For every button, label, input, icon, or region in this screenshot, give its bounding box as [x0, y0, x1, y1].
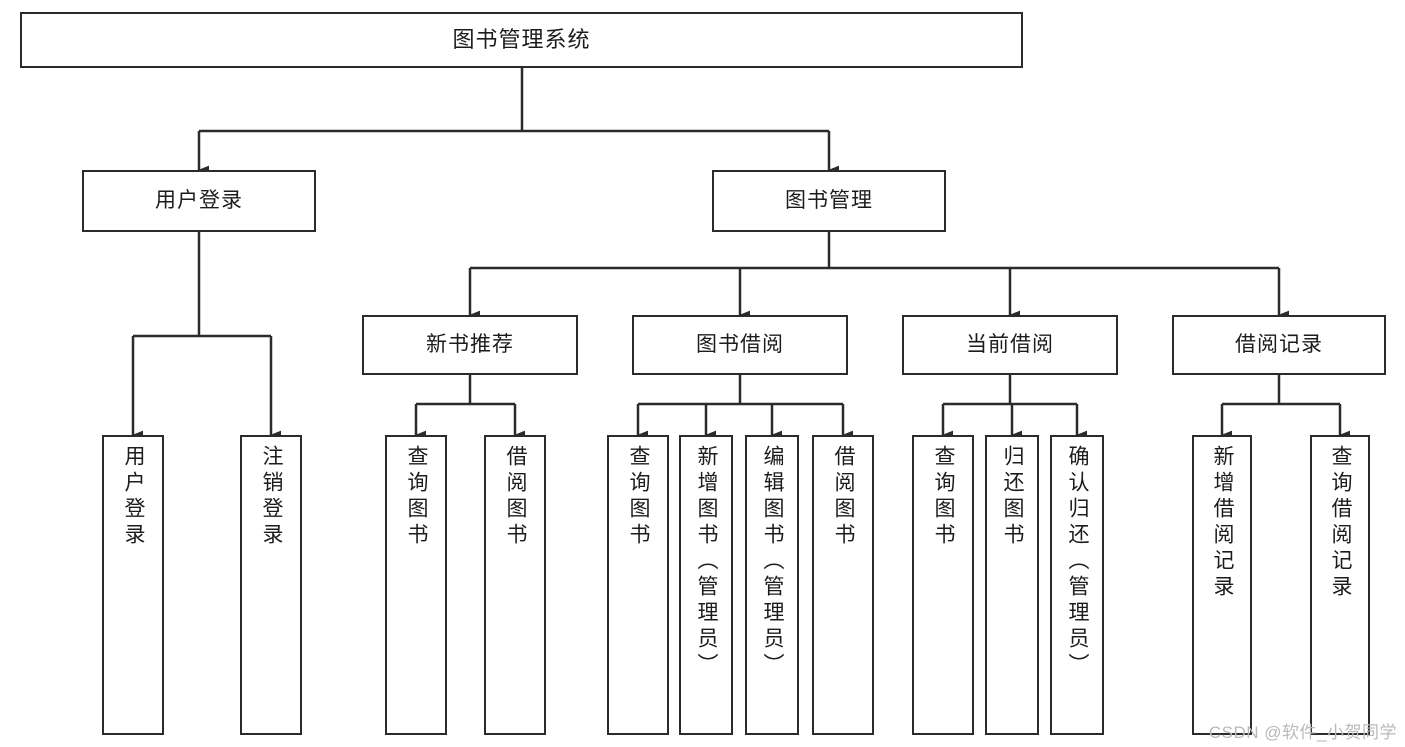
node-leaf-8[interactable]: 借阅图书 [812, 435, 874, 735]
node-label: 归还图书 [1001, 445, 1024, 549]
node-login[interactable]: 用户登录 [82, 170, 316, 232]
node-label: 新书推荐 [426, 333, 514, 356]
node-label: 借阅图书 [504, 445, 527, 549]
node-label: 新增借阅记录 [1211, 445, 1234, 601]
node-leaf-6[interactable]: 新增图书（管理员） [679, 435, 733, 735]
node-label: 确认归还（管理员） [1066, 445, 1089, 679]
node-label: 新增图书（管理员） [695, 445, 718, 679]
node-label: 用户登录 [122, 445, 145, 549]
node-leaf-1[interactable]: 用户登录 [102, 435, 164, 735]
node-label: 用户登录 [155, 189, 243, 212]
node-leaf-4[interactable]: 借阅图书 [484, 435, 546, 735]
node-label: 借阅记录 [1235, 333, 1323, 356]
node-leaf-5[interactable]: 查询图书 [607, 435, 669, 735]
node-leaf-12[interactable]: 新增借阅记录 [1192, 435, 1252, 735]
node-root[interactable]: 图书管理系统 [20, 12, 1023, 68]
node-records[interactable]: 借阅记录 [1172, 315, 1386, 375]
node-borrow[interactable]: 图书借阅 [632, 315, 848, 375]
node-leaf-7[interactable]: 编辑图书（管理员） [745, 435, 799, 735]
watermark: CSDN @软件_小贺同学 [1208, 723, 1397, 742]
node-label: 图书管理 [785, 189, 873, 212]
node-leaf-2[interactable]: 注销登录 [240, 435, 302, 735]
node-label: 编辑图书（管理员） [761, 445, 784, 679]
node-label: 图书管理系统 [452, 27, 591, 52]
node-leaf-9[interactable]: 查询图书 [912, 435, 974, 735]
node-newbook[interactable]: 新书推荐 [362, 315, 578, 375]
node-leaf-11[interactable]: 确认归还（管理员） [1050, 435, 1104, 735]
node-label: 查询借阅记录 [1329, 445, 1352, 601]
connector-lines [131, 68, 1351, 440]
node-leaf-10[interactable]: 归还图书 [985, 435, 1039, 735]
node-label: 借阅图书 [832, 445, 855, 549]
node-label: 当前借阅 [966, 333, 1054, 356]
node-label: 查询图书 [627, 445, 650, 549]
node-label: 查询图书 [932, 445, 955, 549]
node-leaf-3[interactable]: 查询图书 [385, 435, 447, 735]
node-leaf-13[interactable]: 查询借阅记录 [1310, 435, 1370, 735]
node-label: 图书借阅 [696, 333, 784, 356]
node-bookmgmt[interactable]: 图书管理 [712, 170, 946, 232]
node-current[interactable]: 当前借阅 [902, 315, 1118, 375]
node-label: 注销登录 [260, 445, 283, 549]
node-label: 查询图书 [405, 445, 428, 549]
